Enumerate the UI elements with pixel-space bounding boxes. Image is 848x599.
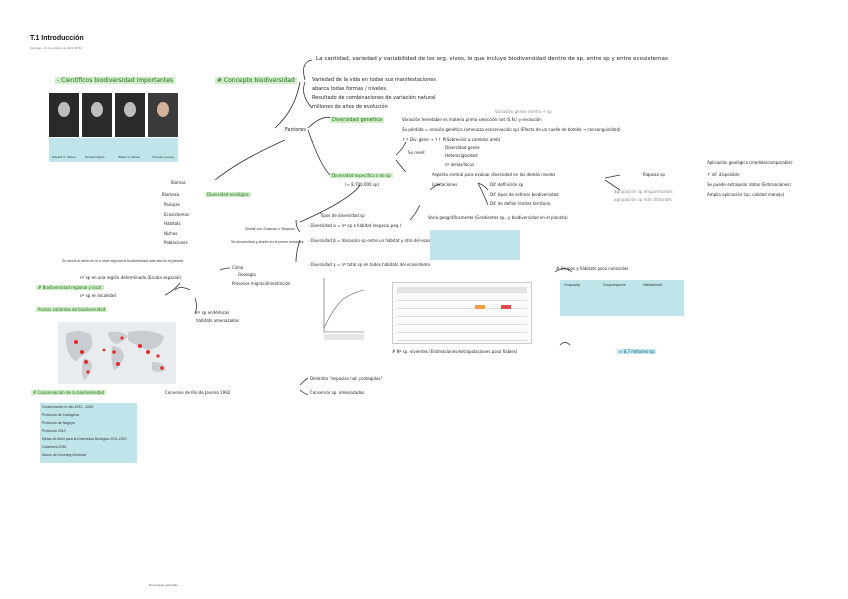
tipos-gamma: · Diversidad γ = nº total sp en todos há… — [308, 262, 430, 267]
especifica-varia: Varía geográficamente (Gradientes sp., y… — [428, 215, 568, 220]
numero-label: # Nº sp. vivientes (Estimaciones/extrapo… — [392, 349, 518, 354]
photo-wilson — [49, 93, 79, 137]
page-footer: Documento generado — [149, 583, 178, 587]
conservacion-box — [40, 403, 137, 463]
caption-2: Norman Myers — [85, 155, 105, 159]
label-concepto: # Concepto biodiversidad — [215, 77, 297, 84]
concepto-line-3: abarca todas formas / niveles — [312, 86, 386, 92]
grupos-label: # Grupos y hábitats poco conocidos — [556, 266, 629, 271]
label-conservacion: # Conservación de la biodiversidad — [31, 390, 107, 395]
genetica-l6: nº alelos/locus — [445, 162, 475, 167]
especifica-lim1: Dif. definición sp — [490, 182, 524, 187]
regional-r2: nº sp en localidad — [80, 293, 116, 298]
regional-amenazadas: hábitats amenazados — [196, 318, 239, 323]
conservacion-box-3: Protocolo de Nagoya — [42, 421, 75, 425]
tipos-note-alpha: Similar con Shannon o Simpson — [245, 227, 295, 231]
eco-item-ecosistemas: Ecosistemas — [164, 212, 189, 217]
regional-procesos: Procesos migración/extinción — [232, 281, 291, 286]
regional-r1: nº sp en una región determinada (Escala … — [80, 275, 182, 280]
page-title: T.1 Introducción — [30, 35, 84, 42]
tipos-alpha: · Diversidad α = nº sp a hábitat (espaci… — [308, 223, 402, 228]
grupos-table — [560, 280, 684, 316]
species-table — [392, 282, 532, 344]
caption-1: Edward O. Wilson — [52, 155, 77, 159]
caption-4: Thomas Lovejoy — [152, 155, 175, 159]
especifica-lim2: Dif. tipos de estimar biodiversidad — [490, 192, 559, 197]
regional-clima: Clima — [232, 265, 244, 270]
numero-value: ≈ 8,7 millones sp — [617, 349, 656, 354]
eco-item-nichos: Nichos — [164, 231, 178, 236]
especifica-right3: Se puede extrapolar datos (Estimaciones) — [707, 182, 791, 187]
label-cientificos: - Científicos biodiversidad importantes — [55, 77, 176, 84]
genetica-l1: Su pérdida = erosión genética (amenaza c… — [402, 127, 621, 132]
grupos-head-1: Grupos/sp — [564, 283, 581, 287]
tipos-note-beta: Se desarrollará y diseñó en el primer se… — [231, 240, 304, 244]
eco-item-biomas: Biomas — [171, 180, 186, 185]
especifica-extra2: agrupación sp más distantes — [614, 197, 672, 202]
eco-item-poblaciones: Poblaciones — [164, 240, 188, 245]
page-meta: Santiago, 10 de octubre de 2021 08:52 — [30, 46, 82, 50]
photo-rosen — [115, 93, 145, 137]
concepto-line-1: La cantidad, variedad y variabilidad de … — [316, 56, 668, 62]
tipos-info-box — [430, 230, 520, 260]
eco-label: Diversidad ecológica — [205, 192, 251, 197]
eco-item-habitats: Hábitats — [164, 221, 181, 226]
especifica-right2: ↑ inf. disponible — [707, 172, 740, 177]
eco-item-biomasa: Biomasa — [162, 192, 180, 197]
especifica-count: (≈ 8.700.000 sp) — [345, 182, 379, 187]
especifica-aspecto: Aspecto central para evaluar diversidad … — [432, 172, 556, 177]
genetica-label: Diversidad genética — [330, 117, 384, 123]
especifica-riqueza: Riqueza sp — [643, 172, 665, 177]
conservacion-box-1: Conservación in situ 1992 - 2000 — [42, 405, 94, 409]
tipos-header: Tipos de diversidad sp — [320, 213, 365, 218]
conservacion-box-7: Marco de Kunming-Montreal — [42, 453, 87, 457]
grupos-head-2: Grupo/especie — [603, 283, 626, 287]
eco-item-paisajes: Paisajes — [164, 202, 180, 207]
hotspots-world-map — [58, 322, 176, 384]
tipos-beta: · Diversidad β = Variación sp entre un h… — [308, 238, 444, 243]
caption-3: Walter G. Rosen — [118, 155, 141, 159]
conservacion-box-2: Protocolo de Cartagena — [42, 413, 79, 417]
regional-sp: nº sp endémicas — [196, 310, 230, 315]
conservacion-c3: Conservar sp. amenazadas — [310, 390, 365, 395]
conservacion-box-5: Metas de Aichi para la Diversidad Biológ… — [42, 437, 127, 441]
photo-lovejoy — [148, 93, 178, 137]
genetica-l4: Diversidad genes — [445, 145, 480, 150]
genetica-l3: Su nivel: — [408, 150, 426, 155]
conservacion-box-6: Cobertura 2030 — [42, 445, 67, 449]
genetica-sub: Variación genes dentro + sp — [495, 109, 552, 114]
genetica-desc: Variación heredable es materia prima sel… — [402, 117, 542, 122]
conservacion-c2: Delimitar "espacios nat. protegidos" — [310, 376, 383, 381]
especifica-label: Diversidad específica o de sp — [330, 173, 393, 178]
genetica-l2: ↑↑ Div. gene → ↑↑ P(Sobrevivir a cambios… — [402, 137, 501, 142]
grupos-head-3: Hábitat/nivel — [643, 283, 663, 287]
concepto-line-4: Resultado de combinaciones de variación … — [312, 95, 436, 101]
photo-myers — [82, 93, 112, 137]
especifica-right4: Amplia aplicación (sp. calidad manejo) — [707, 192, 785, 197]
regional-note: Se forma al cierto en el a nivel regiona… — [62, 259, 184, 263]
label-puntos: Puntos calientes de biodiversidad — [36, 307, 108, 312]
conservacion-box-4: Protocolo 2010 — [42, 429, 66, 433]
genetica-l5: Heterocigosidad — [445, 153, 478, 158]
especifica-lim3: Dif. de definir límites territorio — [490, 201, 551, 206]
concepto-line-5: millones de años de evolución — [312, 104, 388, 110]
especifica-right1: Aplicación geológica (medida/comparable) — [707, 160, 793, 165]
conservacion-c1: Convenio de Río de Janeiro 1992 — [165, 390, 231, 395]
label-biodiv-regional: # Biodiversidad regional y local — [36, 285, 104, 290]
concepto-line-2: Variedad de la vida en todas sus manifes… — [312, 77, 436, 83]
regional-geologia: Geología — [238, 272, 256, 277]
diversity-plot — [318, 272, 368, 344]
especifica-limitaciones: Limitaciones — [432, 182, 458, 187]
factores-label: Factores — [285, 127, 306, 133]
photo-caption-strip — [49, 138, 178, 162]
especifica-extra1: agrupación sp emparentadas — [614, 189, 673, 194]
